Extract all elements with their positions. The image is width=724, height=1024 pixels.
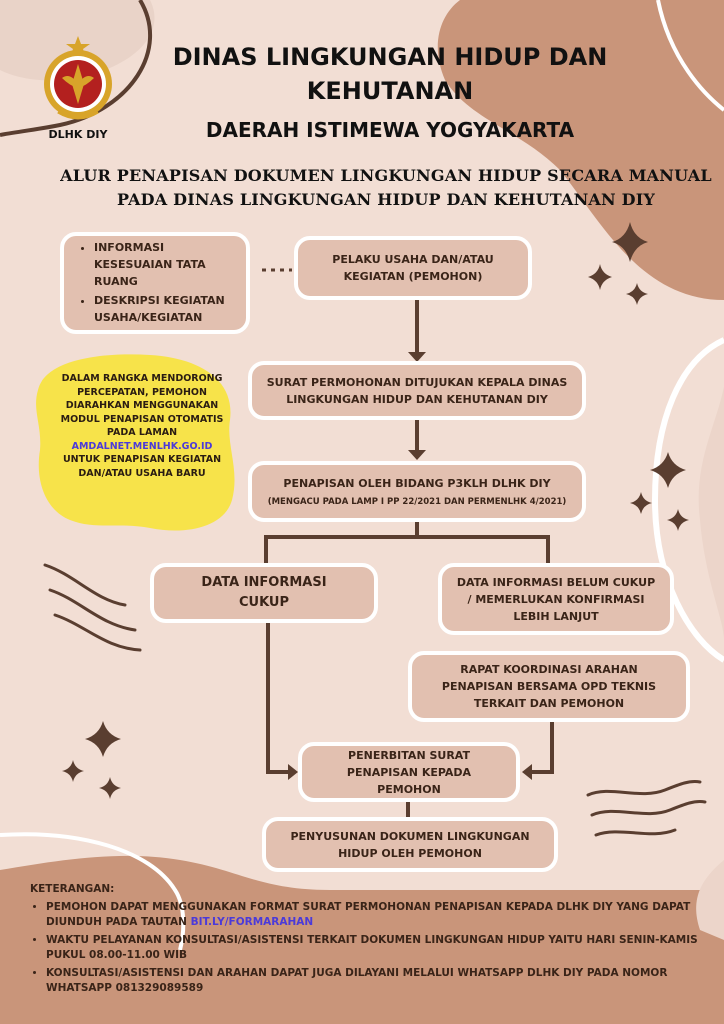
- screening-label: PENAPISAN OLEH BIDANG P3KLH DLHK DIY: [283, 477, 551, 490]
- data-insufficient-box: DATA INFORMASI BELUM CUKUP / MEMERLUKAN …: [438, 563, 674, 635]
- flow-title-line-1: ALUR PENAPISAN DOKUMEN LINGKUNGAN HIDUP …: [60, 166, 712, 185]
- dlhk-logo-icon: [44, 36, 112, 120]
- page-title-line-1: DINAS LINGKUNGAN HIDUP DAN: [172, 43, 608, 71]
- issuance-box: PENERBITAN SURAT PENAPISAN KEPADA PEMOHO…: [298, 742, 520, 802]
- online-screening-note: DALAM RANGKA MENDORONG PERCEPATAN, PEMOH…: [52, 372, 232, 480]
- footer-heading: KETERANGAN:: [30, 883, 115, 895]
- page-title-line-2: KEHUTANAN: [306, 77, 474, 105]
- requirements-box: INFORMASI KESESUAIAN TATA RUANG DESKRIPS…: [60, 232, 250, 334]
- footer-item-text: PEMOHON DAPAT MENGGUNAKAN FORMAT SURAT P…: [46, 900, 691, 929]
- requirements-list: INFORMASI KESESUAIAN TATA RUANG DESKRIPS…: [78, 239, 246, 328]
- document-preparation-box: PENYUSUNAN DOKUMEN LINGKUNGAN HIDUP OLEH…: [262, 817, 558, 872]
- form-download-link[interactable]: BIT.LY/FORMARAHAN: [190, 916, 314, 928]
- footer-item: PEMOHON DAPAT MENGGUNAKAN FORMAT SURAT P…: [46, 900, 710, 931]
- screening-box: PENAPISAN OLEH BIDANG P3KLH DLHK DIY (ME…: [248, 461, 586, 522]
- requirement-item: DESKRIPSI KEGIATAN USAHA/KEGIATAN: [94, 292, 246, 326]
- data-sufficient-box: DATA INFORMASI CUKUP: [150, 563, 378, 623]
- footer-notes: KETERANGAN: PEMOHON DAPAT MENGGUNAKAN FO…: [30, 882, 710, 999]
- flow-title-line-2: PADA DINAS LINGKUNGAN HIDUP DAN KEHUTANA…: [116, 190, 656, 209]
- page-subtitle: DAERAH ISTIMEWA YOGYAKARTA: [205, 118, 575, 142]
- note-text-2: UNTUK PENAPISAN KEGIATAN DAN/ATAU USAHA …: [62, 454, 222, 479]
- flow-title: ALUR PENAPISAN DOKUMEN LINGKUNGAN HIDUP …: [50, 164, 722, 212]
- requirement-item: INFORMASI KESESUAIAN TATA RUANG: [94, 239, 246, 290]
- footer-item: WAKTU PELAYANAN KONSULTASI/ASISTENSI TER…: [46, 933, 710, 964]
- footer-item: KONSULTASI/ASISTENSI DAN ARAHAN DAPAT JU…: [46, 966, 710, 997]
- request-letter-box: SURAT PERMOHONAN DITUJUKAN KEPALA DINAS …: [248, 361, 586, 420]
- footer-list: PEMOHON DAPAT MENGGUNAKAN FORMAT SURAT P…: [30, 900, 710, 997]
- page-title: DINAS LINGKUNGAN HIDUP DAN KEHUTANAN: [160, 40, 620, 108]
- note-text: DALAM RANGKA MENDORONG PERCEPATAN, PEMOH…: [60, 373, 224, 438]
- screening-note: (MENGACU PADA LAMP I PP 22/2021 DAN PERM…: [267, 497, 567, 507]
- logo-label: DLHK DIY: [48, 128, 108, 141]
- applicant-box: PELAKU USAHA DAN/ATAU KEGIATAN (PEMOHON): [294, 236, 532, 300]
- coordination-box: RAPAT KOORDINASI ARAHAN PENAPISAN BERSAM…: [408, 651, 690, 722]
- amdalnet-link[interactable]: AMDALNET.MENLHK.GO.ID: [71, 440, 213, 452]
